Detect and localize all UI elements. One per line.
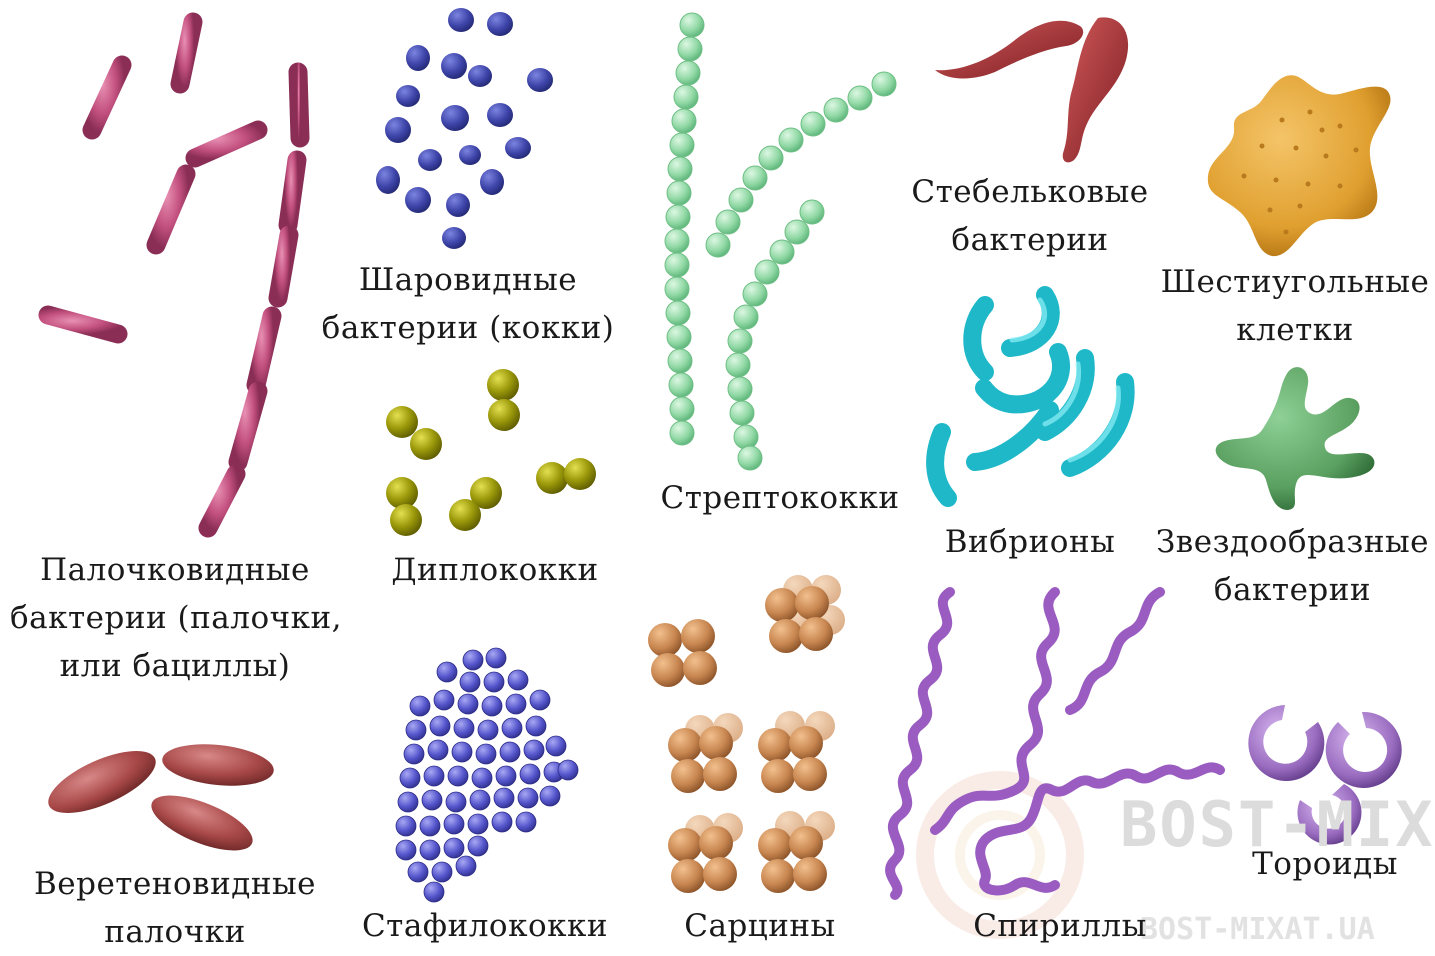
label-star-bacteria: Звездообразныебактерии <box>1150 518 1435 614</box>
label-spirilla: Спириллы <box>955 902 1165 950</box>
streptococci-chains <box>665 13 896 470</box>
staphylococci-cluster <box>396 648 578 902</box>
rod-bacteria <box>48 22 300 528</box>
label-diplococci: Диплококки <box>380 546 610 594</box>
label-sarcina: Сарцины <box>670 902 850 950</box>
watermark-url: BOST-MIXAT.UA <box>1140 912 1375 948</box>
cocci-cluster <box>376 8 553 249</box>
label-hexagonal-cells: Шестиугольныеклетки <box>1155 258 1435 354</box>
label-stalked-bacteria: Стебельковыебактерии <box>905 168 1155 264</box>
label-staphylococci: Стафилококки <box>355 902 615 950</box>
label-rod-bacteria: Палочковидныебактерии (палочки,или бацил… <box>10 546 340 690</box>
label-toroids: Тороиды <box>1235 840 1415 888</box>
label-cocci: Шаровидныебактерии (кокки) <box>318 256 618 352</box>
vibrio-bacteria <box>935 295 1126 498</box>
diplococci-pairs <box>386 369 596 536</box>
sarcina-packets <box>648 575 845 893</box>
label-fusiform-rods: Веретеновидныепалочки <box>25 860 325 956</box>
hexagonal-cell <box>1208 75 1391 256</box>
label-vibrios: Вибрионы <box>920 518 1140 566</box>
star-bacteria <box>1216 367 1375 510</box>
fusiform-rods <box>40 738 276 861</box>
stalked-bacteria <box>935 17 1128 162</box>
label-streptococci: Стрептококки <box>650 474 910 522</box>
